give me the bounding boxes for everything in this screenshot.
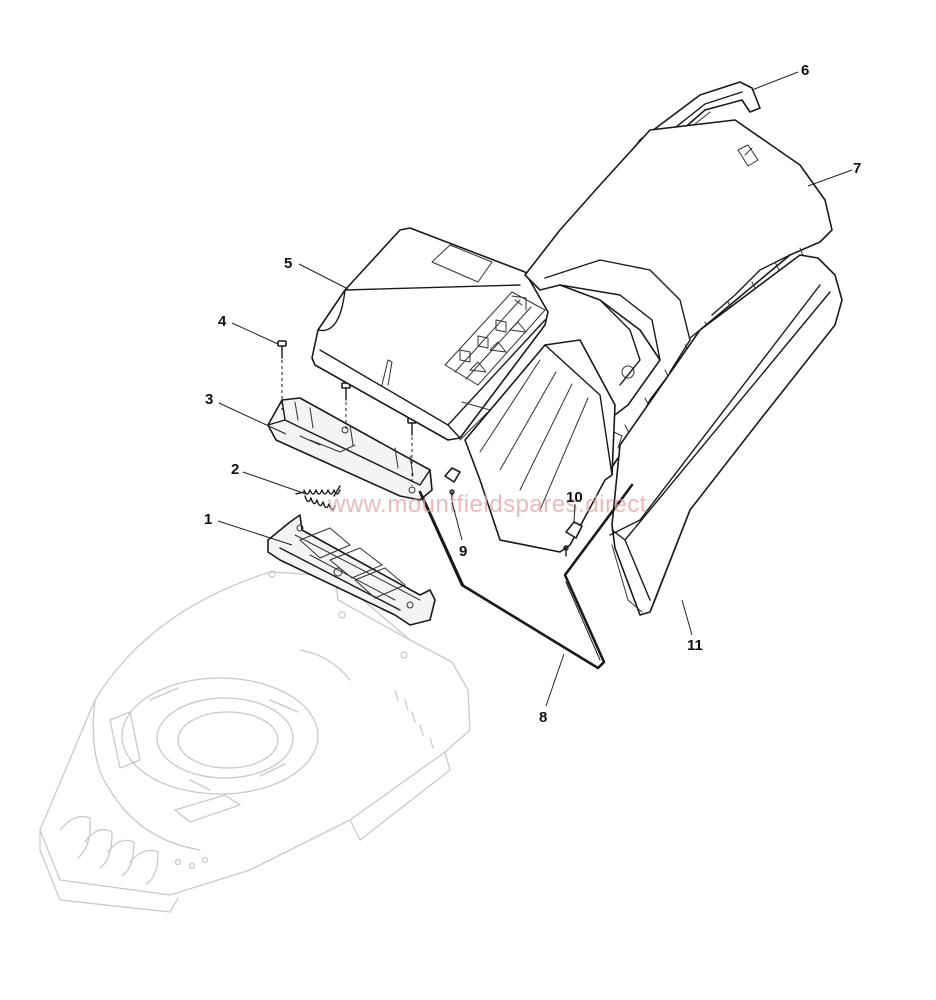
callout-5: 5 xyxy=(284,255,292,272)
part-2-spring xyxy=(295,485,341,511)
part-11-grass-bag xyxy=(609,254,843,616)
callout-8: 8 xyxy=(539,709,547,726)
callout-9: 9 xyxy=(459,543,467,560)
callout-11: 11 xyxy=(687,637,703,654)
callout-10: 10 xyxy=(566,489,583,506)
callout-4: 4 xyxy=(218,313,227,330)
part-4-screws xyxy=(277,340,417,486)
callout-6: 6 xyxy=(801,62,809,79)
part-10-clip xyxy=(563,521,583,557)
part-9-clip xyxy=(444,467,461,501)
part-8-frame-rod xyxy=(418,483,634,670)
callout-2: 2 xyxy=(231,461,239,478)
grassbox-floor xyxy=(464,339,616,553)
callout-3: 3 xyxy=(205,391,213,408)
callout-labels: 1 2 3 4 5 6 7 8 9 10 11 xyxy=(204,62,861,726)
watermark-text: www.mountfieldspares.direct xyxy=(327,491,647,518)
callout-7: 7 xyxy=(853,160,861,177)
part-3-hinge-bracket xyxy=(267,397,433,501)
part-1-flap-base xyxy=(267,514,436,626)
callout-1: 1 xyxy=(204,511,212,528)
mower-deck-outline xyxy=(39,570,471,913)
leader-lines xyxy=(217,71,853,707)
part-5-flap-cover xyxy=(311,227,549,441)
